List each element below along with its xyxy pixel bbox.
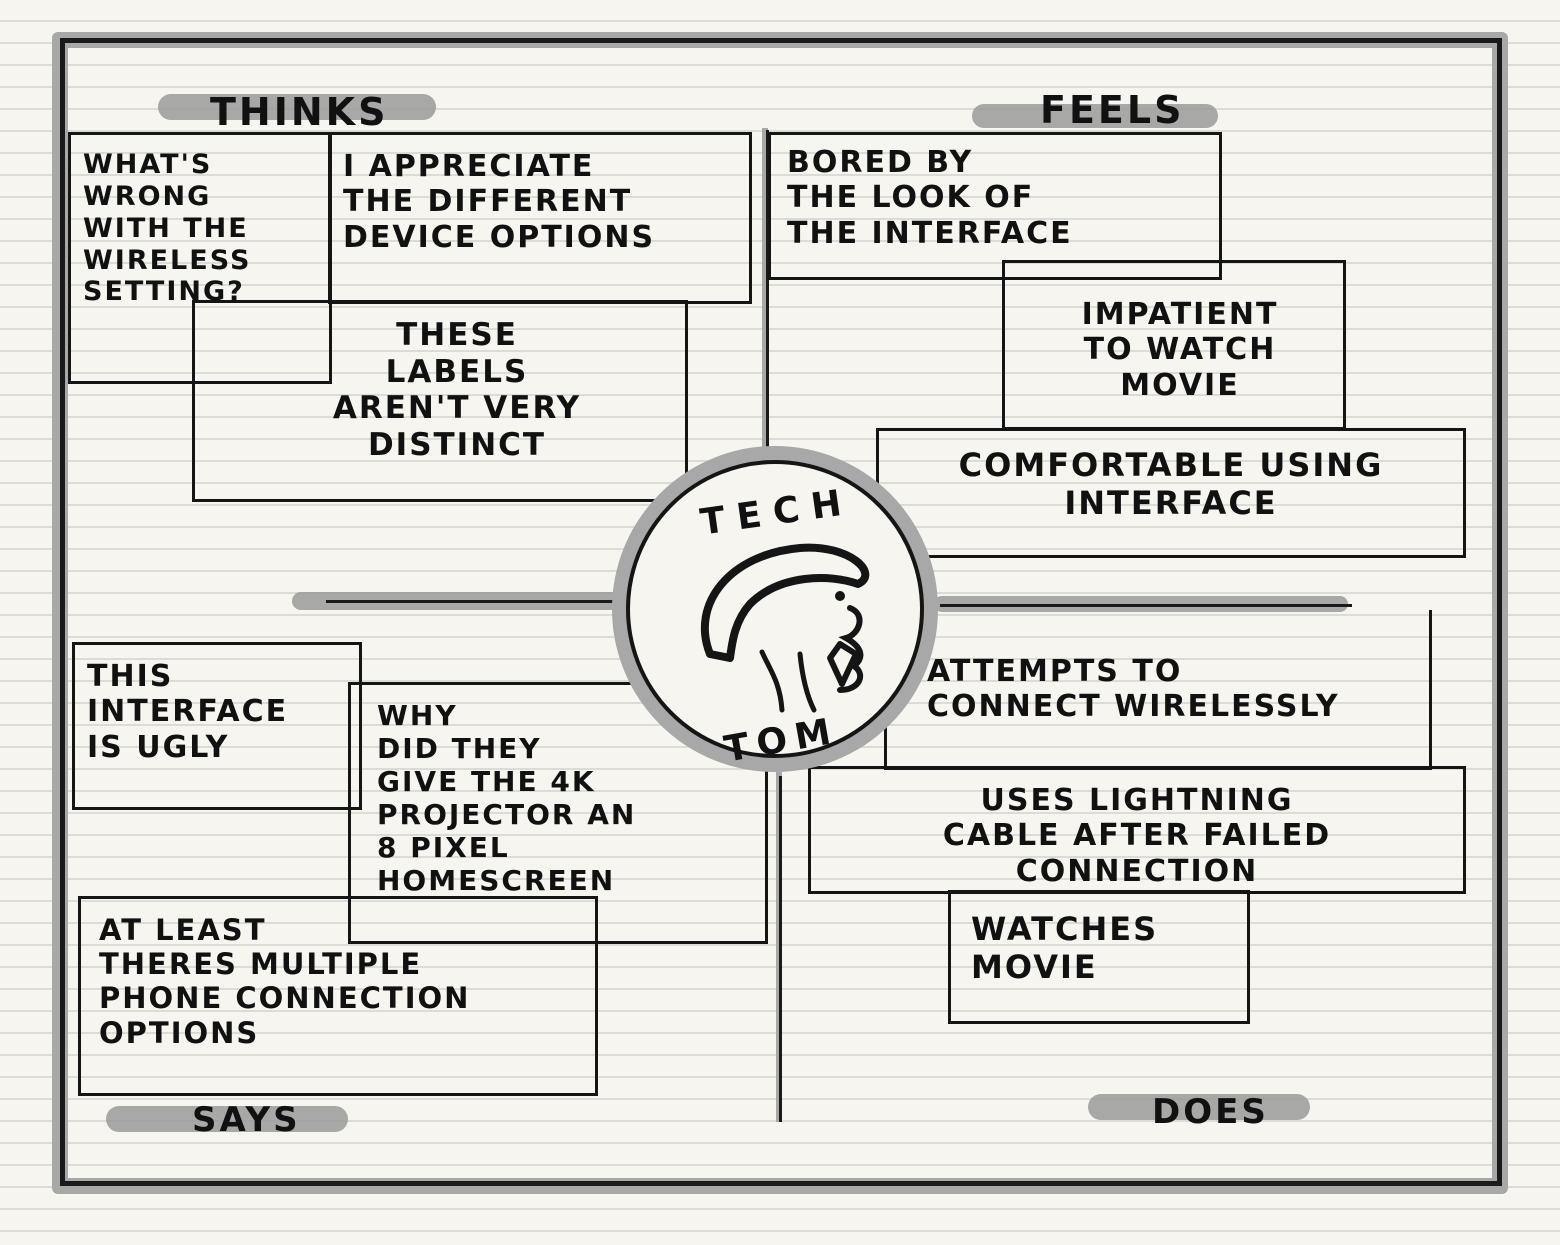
does-note-lightning-cable: USES LIGHTNING CABLE AFTER FAILED CONNEC… [808, 766, 1466, 894]
does-note-connect-wirelessly: ATTEMPTS TO CONNECT WIRELESSLY [884, 610, 1432, 770]
persona-circle: TECH TOM [612, 446, 938, 772]
vertical-divider-top [766, 130, 769, 450]
empathy-map-frame [60, 38, 1502, 1186]
vertical-divider-bottom [779, 776, 782, 1122]
feels-highlight [972, 104, 1218, 128]
quadrant-label-feels: FEELS [1040, 88, 1185, 132]
says-highlight [106, 1106, 348, 1132]
says-note-multiple-options: AT LEAST THERES MULTIPLE PHONE CONNECTIO… [78, 896, 598, 1096]
quadrant-label-thinks: THINKS [210, 90, 389, 134]
says-note-ugly: THIS INTERFACE IS UGLY [72, 642, 362, 810]
horizontal-divider-right [940, 604, 1352, 607]
horizontal-divider-left [326, 600, 616, 603]
feels-note-bored: BORED BY THE LOOK OF THE INTERFACE [768, 132, 1222, 280]
feels-note-impatient: IMPATIENT TO WATCH MOVIE [1002, 260, 1346, 430]
thinks-note-wireless-setting: WHAT'S WRONG WITH THE WIRELESS SETTING? [68, 132, 332, 384]
persona-inner-circle: TECH TOM [626, 460, 924, 771]
quadrant-label-says: SAYS [192, 1100, 301, 1140]
vertical-divider-top-shadow [762, 128, 768, 454]
says-note-4k-projector: WHY DID THEY GIVE THE 4K PROJECTOR AN 8 … [348, 682, 768, 944]
persona-face-sketch-icon [701, 543, 870, 713]
feels-note-comfortable: COMFORTABLE USING INTERFACE [876, 428, 1466, 558]
thinks-highlight [158, 94, 436, 120]
thinks-note-device-options: I APPRECIATE THE DIFFERENT DEVICE OPTION… [328, 132, 752, 304]
does-highlight [1088, 1094, 1310, 1120]
does-note-watches-movie: WATCHES MOVIE [948, 890, 1250, 1024]
quadrant-label-does: DOES [1152, 1092, 1269, 1132]
